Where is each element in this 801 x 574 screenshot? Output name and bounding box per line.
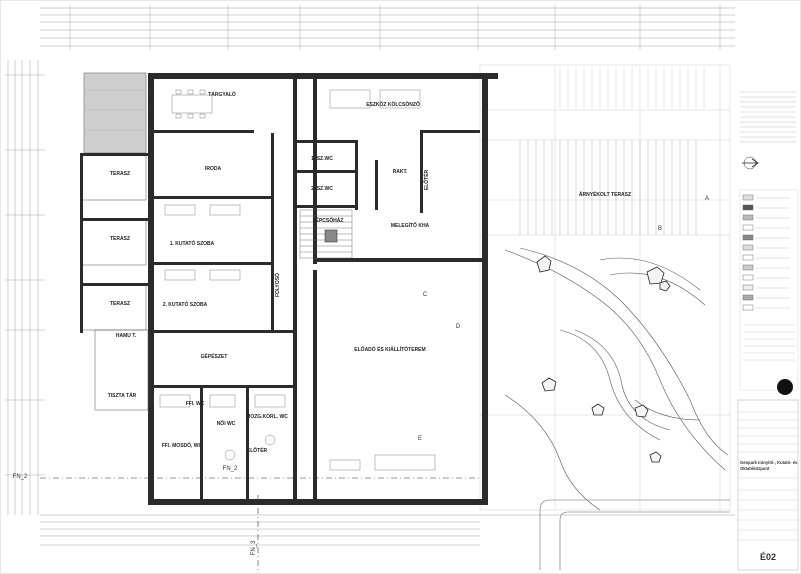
room-lepcsohaz: LÉPCSŐHÁZ (313, 216, 344, 224)
title-heading-line1: Geopark Irányító-, Kutató- és (740, 460, 798, 465)
axis-fn2-right: FN_2 (223, 466, 238, 472)
deck-boards-top (559, 68, 705, 108)
dimension-lines-top (40, 5, 735, 50)
staircase (299, 209, 353, 259)
road-edge (539, 499, 730, 570)
dimension-lines-bottom (40, 514, 735, 546)
room-eloter: ELŐTÉR (247, 446, 268, 454)
terrace-paving-hatch (519, 140, 697, 235)
site-grid (479, 64, 731, 511)
room-iroda: IRODA (205, 166, 222, 172)
left-terraces (80, 72, 149, 411)
title-block: Geopark Irányító-, Kutató- és Oktatóközp… (737, 379, 799, 571)
north-arrow-icon (742, 156, 759, 170)
room-kutato-2: 2. KUTATÓ SZOBA (163, 300, 208, 308)
room-terasz-1: TERASZ (110, 171, 130, 177)
room-eloter-top: ELŐTÉR (422, 169, 430, 190)
room-hamu: HAMU T. (116, 333, 137, 339)
room-terasz-2: TERASZ (110, 236, 130, 242)
room-ffi-mosdo: FFI. MOSDÓ, WC (162, 441, 203, 449)
axis-markers: A B C D E FN_2 FN_2 FN_3 (13, 196, 709, 555)
axis-a: A (705, 196, 709, 202)
title-heading-line2: Oktatóközpont (740, 466, 770, 471)
section-line (40, 477, 480, 570)
axis-c: C (423, 292, 428, 298)
axis-b: B (658, 226, 662, 232)
room-targyalo: TÁRGYALÓ (208, 90, 236, 98)
room-kutato-1: 1. KUTATÓ SZOBA (170, 239, 215, 247)
dimension-lines-left (5, 60, 45, 515)
room-terasz-3: TERASZ (110, 301, 130, 307)
room-szwc1: 1. SZ.WC (311, 156, 333, 162)
room-eszkoz: ESZKÖZ KÖLCSÖNZŐ (366, 101, 420, 108)
room-arnyekolt-terasz: ÁRNYÉKOLT TERASZ (579, 190, 631, 198)
room-folyoso: FOLYOSÓ (273, 273, 281, 297)
room-labels: TÁRGYALÓ ESZKÖZ KÖLCSÖNZŐ IRODA 1. SZ.WC… (108, 90, 631, 454)
axis-fn2-left: FN_2 (13, 474, 28, 480)
boulders (536, 255, 671, 463)
furniture (159, 89, 436, 471)
room-eloado: ELŐADÓ ÉS KIÁLLÍTÓTEREM (354, 345, 425, 353)
room-ffi-wc: FFI. WC (186, 401, 205, 407)
elevator-shaft (324, 229, 338, 243)
legend (739, 189, 799, 391)
room-melegito: MELEGÍTŐ KHA (391, 221, 430, 229)
room-mozg-wc: MOZG.KORL. WC (246, 414, 288, 420)
room-gepeszet: GÉPÉSZET (201, 352, 228, 360)
room-noi-wc: NŐI WC (217, 420, 236, 427)
drawing-number: É02 (760, 552, 776, 562)
room-raktar: RAKT. (393, 169, 408, 175)
notes-block (740, 91, 796, 143)
building-walls (148, 73, 498, 505)
axis-d: D (456, 324, 461, 330)
room-szwc2: 2. SZ.WC (311, 186, 333, 192)
axis-e: E (418, 436, 422, 442)
landscape-paths (504, 247, 729, 511)
room-tiszta-tar: TISZTA TÁR (108, 392, 137, 399)
axis-fn3: FN_3 (251, 540, 257, 555)
